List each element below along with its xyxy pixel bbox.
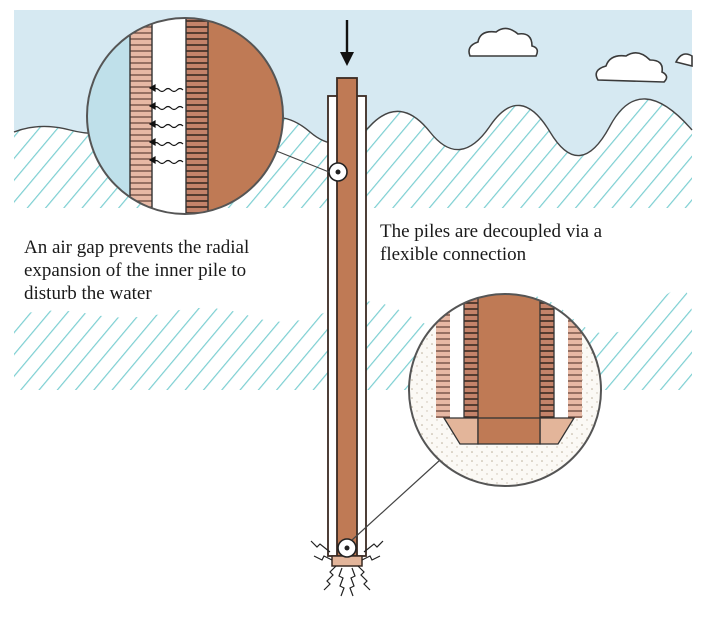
load-arrow-icon xyxy=(340,20,354,66)
vibration-wave-icon xyxy=(148,83,184,165)
inner-pile xyxy=(336,77,358,557)
cloud-icon xyxy=(674,53,693,68)
cloud-icon xyxy=(468,27,539,57)
cloud-icon xyxy=(595,52,668,83)
decoupling-caption: The piles are decoupled via a flexible c… xyxy=(380,221,603,265)
vibration-wave-icon xyxy=(310,540,384,597)
magnifier-circle-icon xyxy=(337,538,357,558)
air-gap-caption: An air gap prevents the radial expansion… xyxy=(24,237,250,304)
magnifier-circle-icon xyxy=(328,162,348,182)
pile-assembly xyxy=(327,77,367,567)
flexible-connection-detail xyxy=(408,293,602,487)
